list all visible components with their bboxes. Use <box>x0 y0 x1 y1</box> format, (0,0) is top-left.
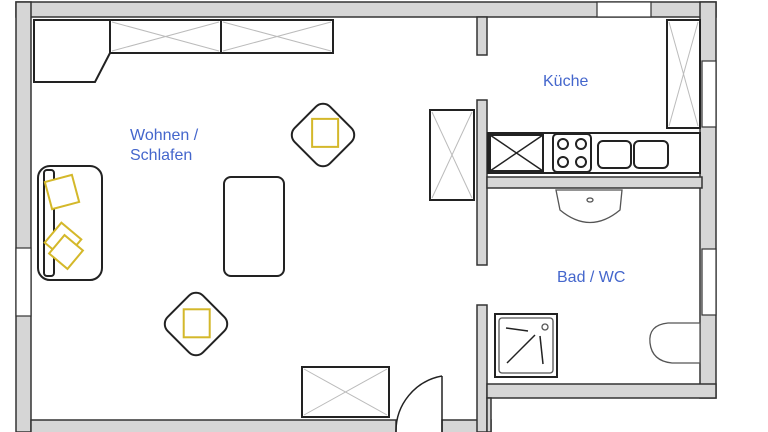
sink-left <box>597 140 632 169</box>
window-top <box>596 1 652 18</box>
room-label-living: Wohnen / Schlafen <box>130 126 198 166</box>
window-left <box>15 247 32 317</box>
armchair-top <box>290 102 356 168</box>
bottom-wall-living <box>30 419 397 432</box>
entrance-door <box>395 375 443 432</box>
corner-cabinet <box>33 19 111 83</box>
room-label-kitchen: Küche <box>543 73 589 90</box>
wash-basin <box>555 189 623 223</box>
walls <box>15 1 717 432</box>
toilet <box>649 322 701 364</box>
shower <box>494 313 558 378</box>
kitchen-bath-wall <box>486 176 703 189</box>
window-kitchen <box>701 60 717 128</box>
armchair-bottom <box>163 291 229 357</box>
partition-wall-mid <box>476 99 488 266</box>
partition-wall-top <box>476 16 488 56</box>
kitchen-counter <box>487 132 701 174</box>
room-label-bathroom: Bad / WC <box>557 269 626 286</box>
partition-wall-bottom <box>476 304 488 432</box>
bath-bottom-wall <box>486 383 717 399</box>
table <box>223 176 285 277</box>
kitchen-tall-cabinet <box>666 19 701 129</box>
sideboard <box>301 366 390 418</box>
window-bath <box>701 248 717 316</box>
wardrobe <box>33 19 334 83</box>
stove <box>552 133 592 173</box>
living-label-line2: Schlafen <box>130 147 193 164</box>
living-label-line1: Wohnen / <box>130 127 199 144</box>
left-wall <box>15 1 32 432</box>
hall-wall <box>486 397 492 432</box>
sofa <box>37 165 103 281</box>
sink-right <box>633 140 669 169</box>
cabinet-tall <box>429 109 475 201</box>
